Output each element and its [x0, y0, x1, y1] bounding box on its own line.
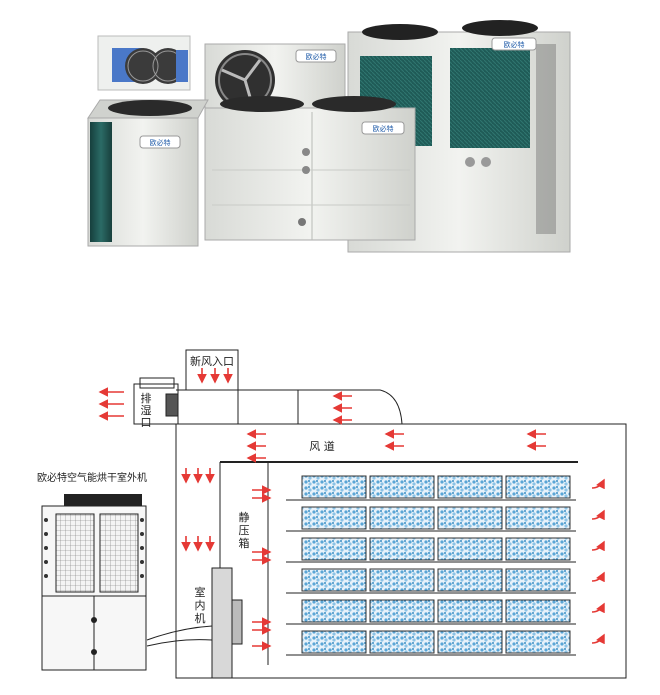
- tray-1-2: [437, 506, 503, 530]
- tray-5-2: [437, 630, 503, 654]
- exhaust-label-1: 排: [141, 391, 152, 405]
- tray-4-0: [301, 599, 367, 623]
- tray-2-1: [369, 537, 435, 561]
- plenum-label-3: 箱: [239, 536, 250, 550]
- upper-duct: [176, 389, 403, 425]
- drying-room-outline: [175, 423, 627, 679]
- exhaust-label-2: 湿: [141, 404, 152, 417]
- tray-5-0: [301, 630, 367, 654]
- tray-4-2: [437, 599, 503, 623]
- tray-0-0: [301, 475, 367, 499]
- indoor-label-2: 内: [195, 598, 206, 612]
- tray-4-3: [505, 599, 571, 623]
- indoor-label-1: 室: [195, 585, 206, 599]
- tray-2-3: [505, 537, 571, 561]
- tray-5-1: [369, 630, 435, 654]
- return-arrow-4: [591, 602, 605, 614]
- fresh-air-inlet-label: 新风入口: [190, 354, 234, 368]
- logo-text-front: 欧必特: [373, 124, 394, 133]
- return-arrow-2: [591, 540, 605, 552]
- product-photo: 欧必特 欧必特 欧必特: [87, 20, 571, 253]
- tray-3-0: [301, 568, 367, 592]
- logo-text-medium: 欧必特: [306, 52, 327, 61]
- tray-0-2: [437, 475, 503, 499]
- tray-4-1: [369, 599, 435, 623]
- tray-2-0: [301, 537, 367, 561]
- tray-0-1: [369, 475, 435, 499]
- tray-1-3: [505, 506, 571, 530]
- tray-2-2: [437, 537, 503, 561]
- drying-trays: [286, 475, 576, 656]
- tray-3-1: [369, 568, 435, 592]
- fan-coil-unit: [97, 35, 191, 91]
- left-compact-unit: 欧必特: [87, 99, 209, 247]
- return-arrow-0: [591, 478, 605, 490]
- return-arrow-5: [591, 633, 605, 645]
- exhaust-label-3: 口: [141, 416, 152, 429]
- tray-1-1: [369, 506, 435, 530]
- return-arrow-3: [591, 571, 605, 583]
- outdoor-unit-drawing: [41, 494, 147, 671]
- outdoor-unit-label: 欧必特空气能烘干室外机: [37, 471, 147, 484]
- duct-label: 风 道: [309, 439, 335, 453]
- airflow-arrows: [98, 368, 605, 651]
- return-arrow-1: [591, 509, 605, 521]
- indoor-unit: [211, 567, 233, 679]
- front-double-unit: 欧必特: [204, 96, 416, 241]
- drying-room-schematic: [133, 349, 627, 679]
- tray-1-0: [301, 506, 367, 530]
- plenum-label-1: 静: [239, 510, 250, 524]
- tray-3-3: [505, 568, 571, 592]
- logo-text-large: 欧必特: [504, 40, 525, 49]
- tray-5-3: [505, 630, 571, 654]
- logo-text-left: 欧必特: [150, 138, 171, 147]
- indoor-label-3: 机: [195, 611, 206, 625]
- tray-0-3: [505, 475, 571, 499]
- plenum-label-2: 压: [239, 524, 250, 537]
- tray-3-2: [437, 568, 503, 592]
